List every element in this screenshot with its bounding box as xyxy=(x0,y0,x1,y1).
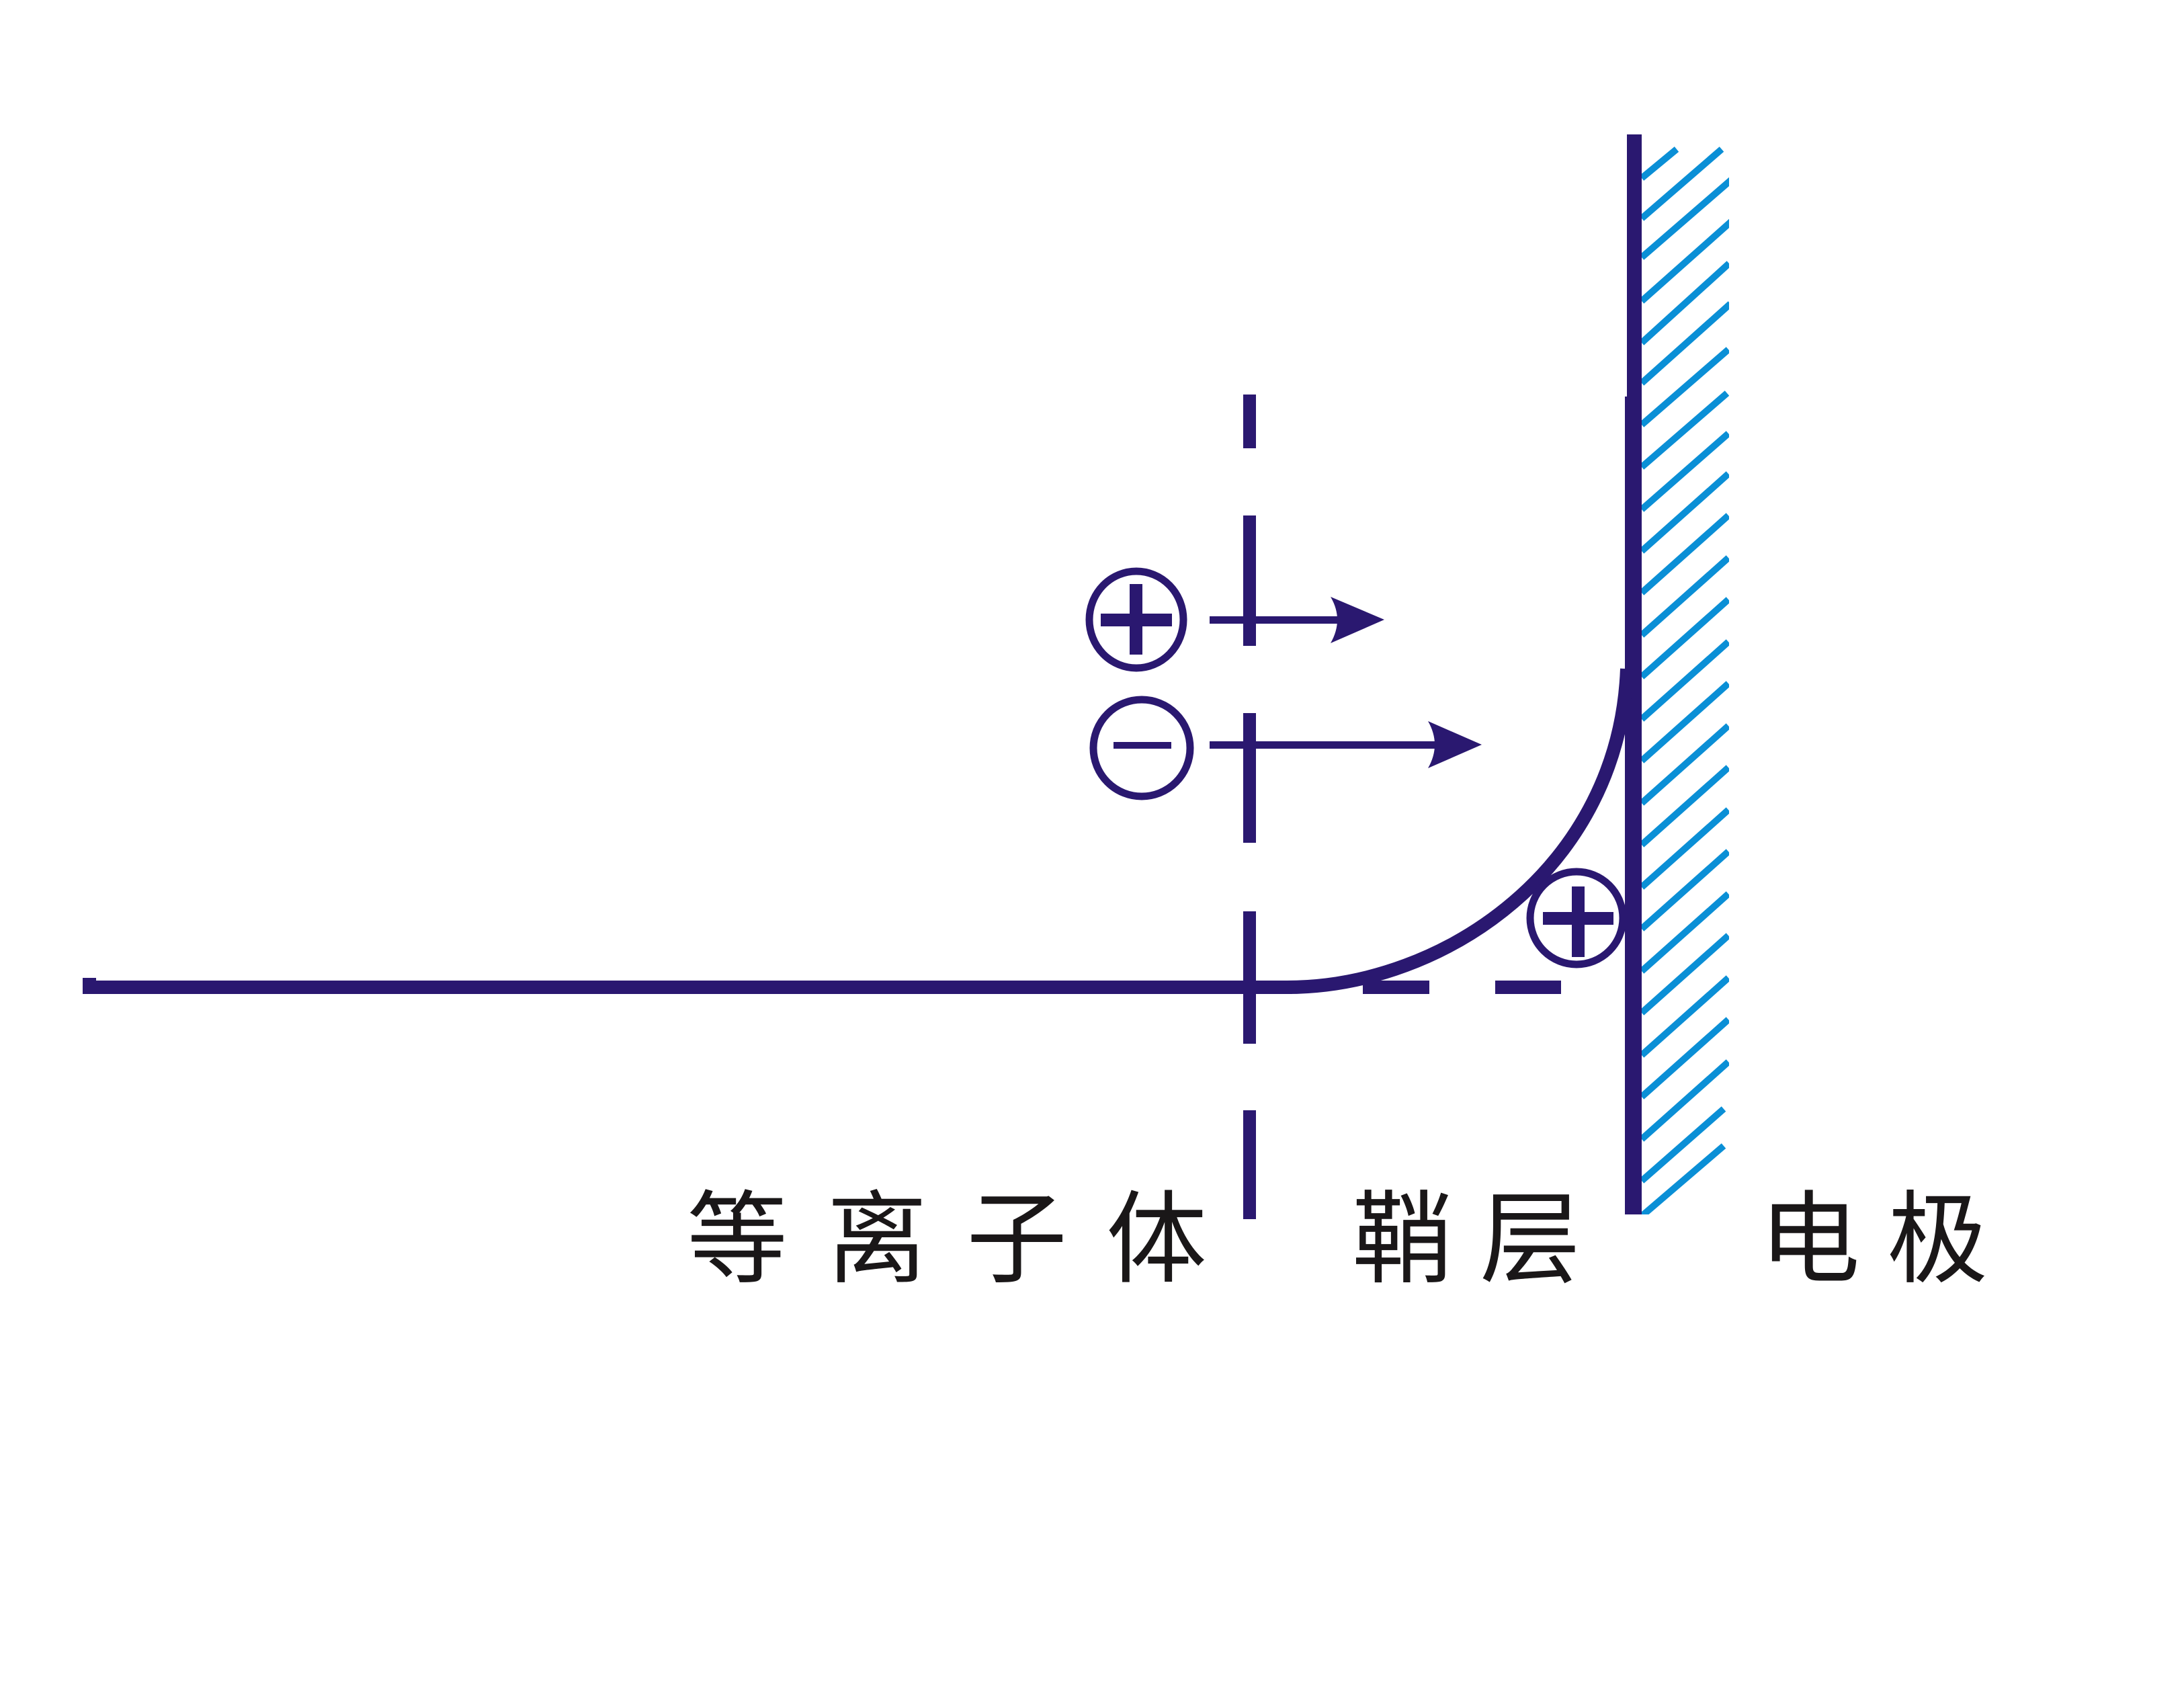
electrode-surface-lower xyxy=(1625,397,1629,1214)
electron-circle-icon xyxy=(1089,696,1194,800)
ion-sheath xyxy=(1526,868,1627,968)
plasma-potential-baseline xyxy=(83,981,1292,994)
electrode-label: 电极 xyxy=(1759,1182,2015,1298)
minus-sign-icon xyxy=(1114,742,1171,749)
electron-plasma xyxy=(1089,696,1482,800)
electrode-hatching xyxy=(1642,147,1729,1214)
baseline-dashed-extension xyxy=(1363,981,1561,994)
electrode-surface xyxy=(1627,134,1642,1214)
baseline-end-tick xyxy=(83,978,96,982)
sheath-potential-curve xyxy=(1286,668,1634,994)
ion-plasma xyxy=(1085,567,1384,672)
electron-velocity-arrow xyxy=(1210,721,1482,768)
plasma-label: 等离子体 xyxy=(687,1182,1247,1298)
ion-circle-icon xyxy=(1085,567,1187,672)
ion-velocity-arrow xyxy=(1210,597,1384,643)
sheath-label: 鞘层 xyxy=(1352,1182,1608,1298)
plasma-sheath-boundary-dashed-line xyxy=(1243,395,1256,1219)
